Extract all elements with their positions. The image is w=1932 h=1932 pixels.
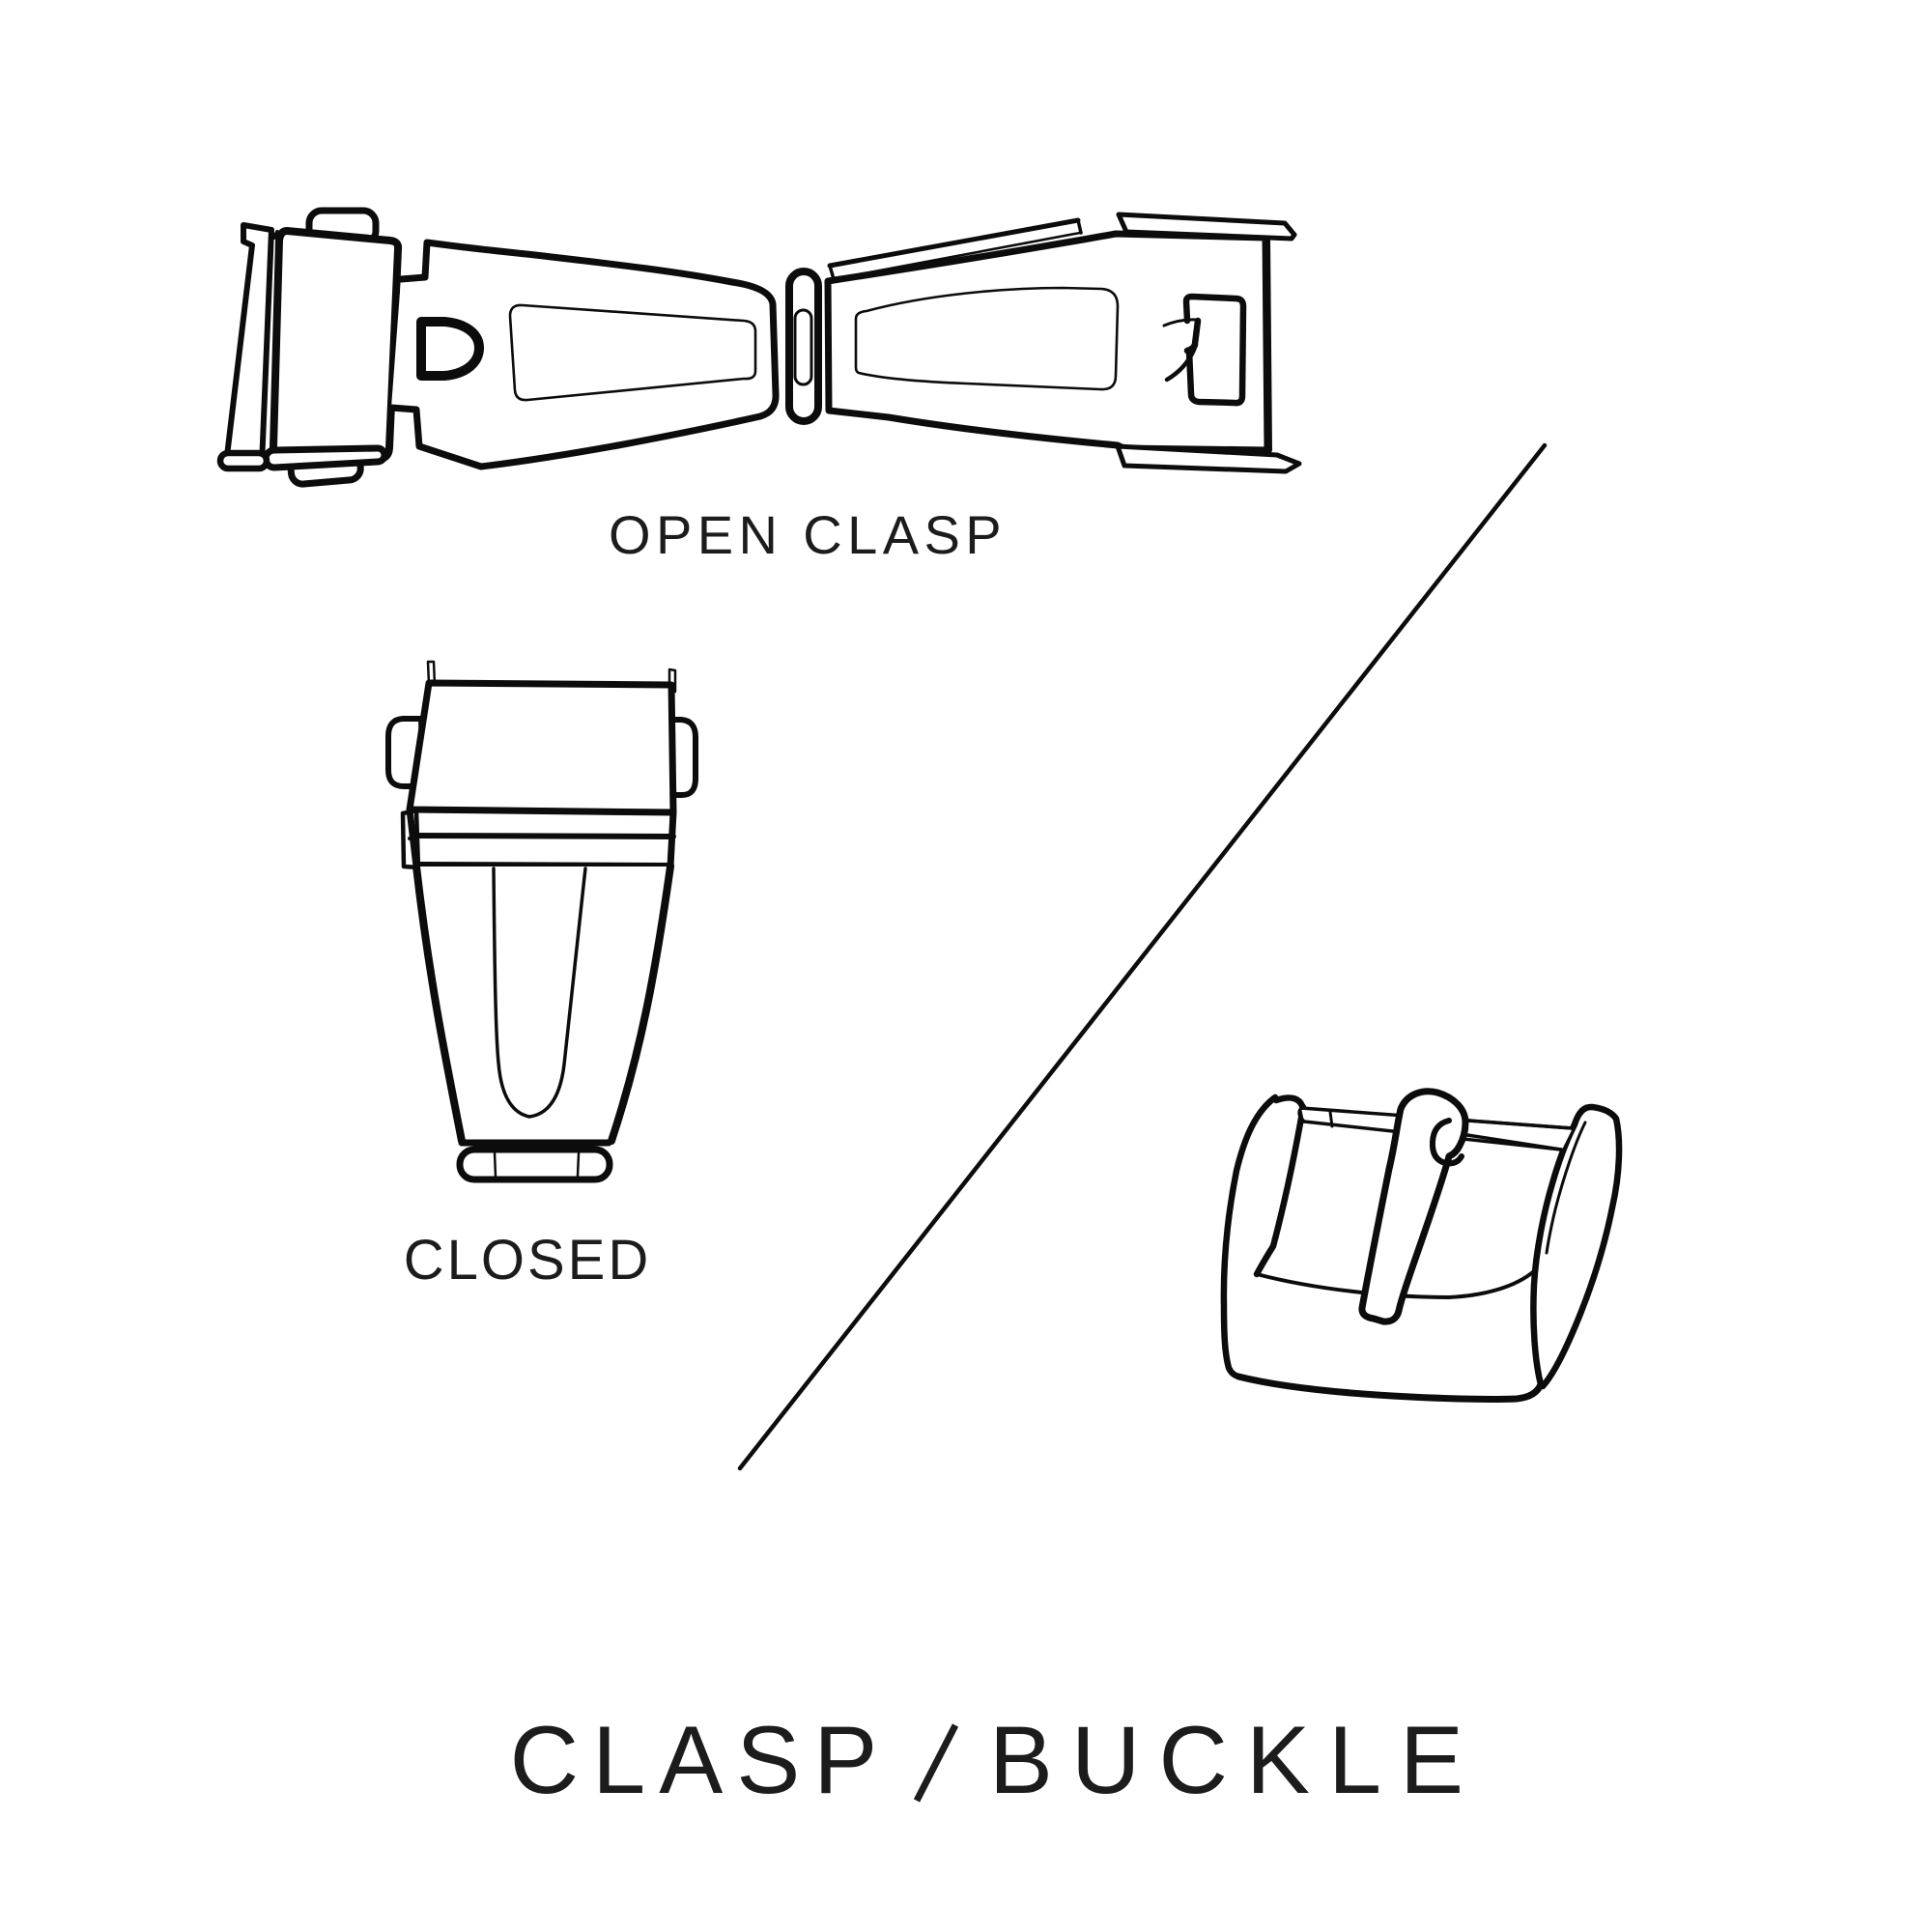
svg-text:OPEN CLASP: OPEN CLASP — [609, 504, 1007, 565]
svg-text:CLOSED: CLOSED — [404, 1229, 652, 1292]
svg-text:BUCKLE: BUCKLE — [989, 1706, 1482, 1813]
svg-text:CLASP: CLASP — [510, 1706, 892, 1813]
